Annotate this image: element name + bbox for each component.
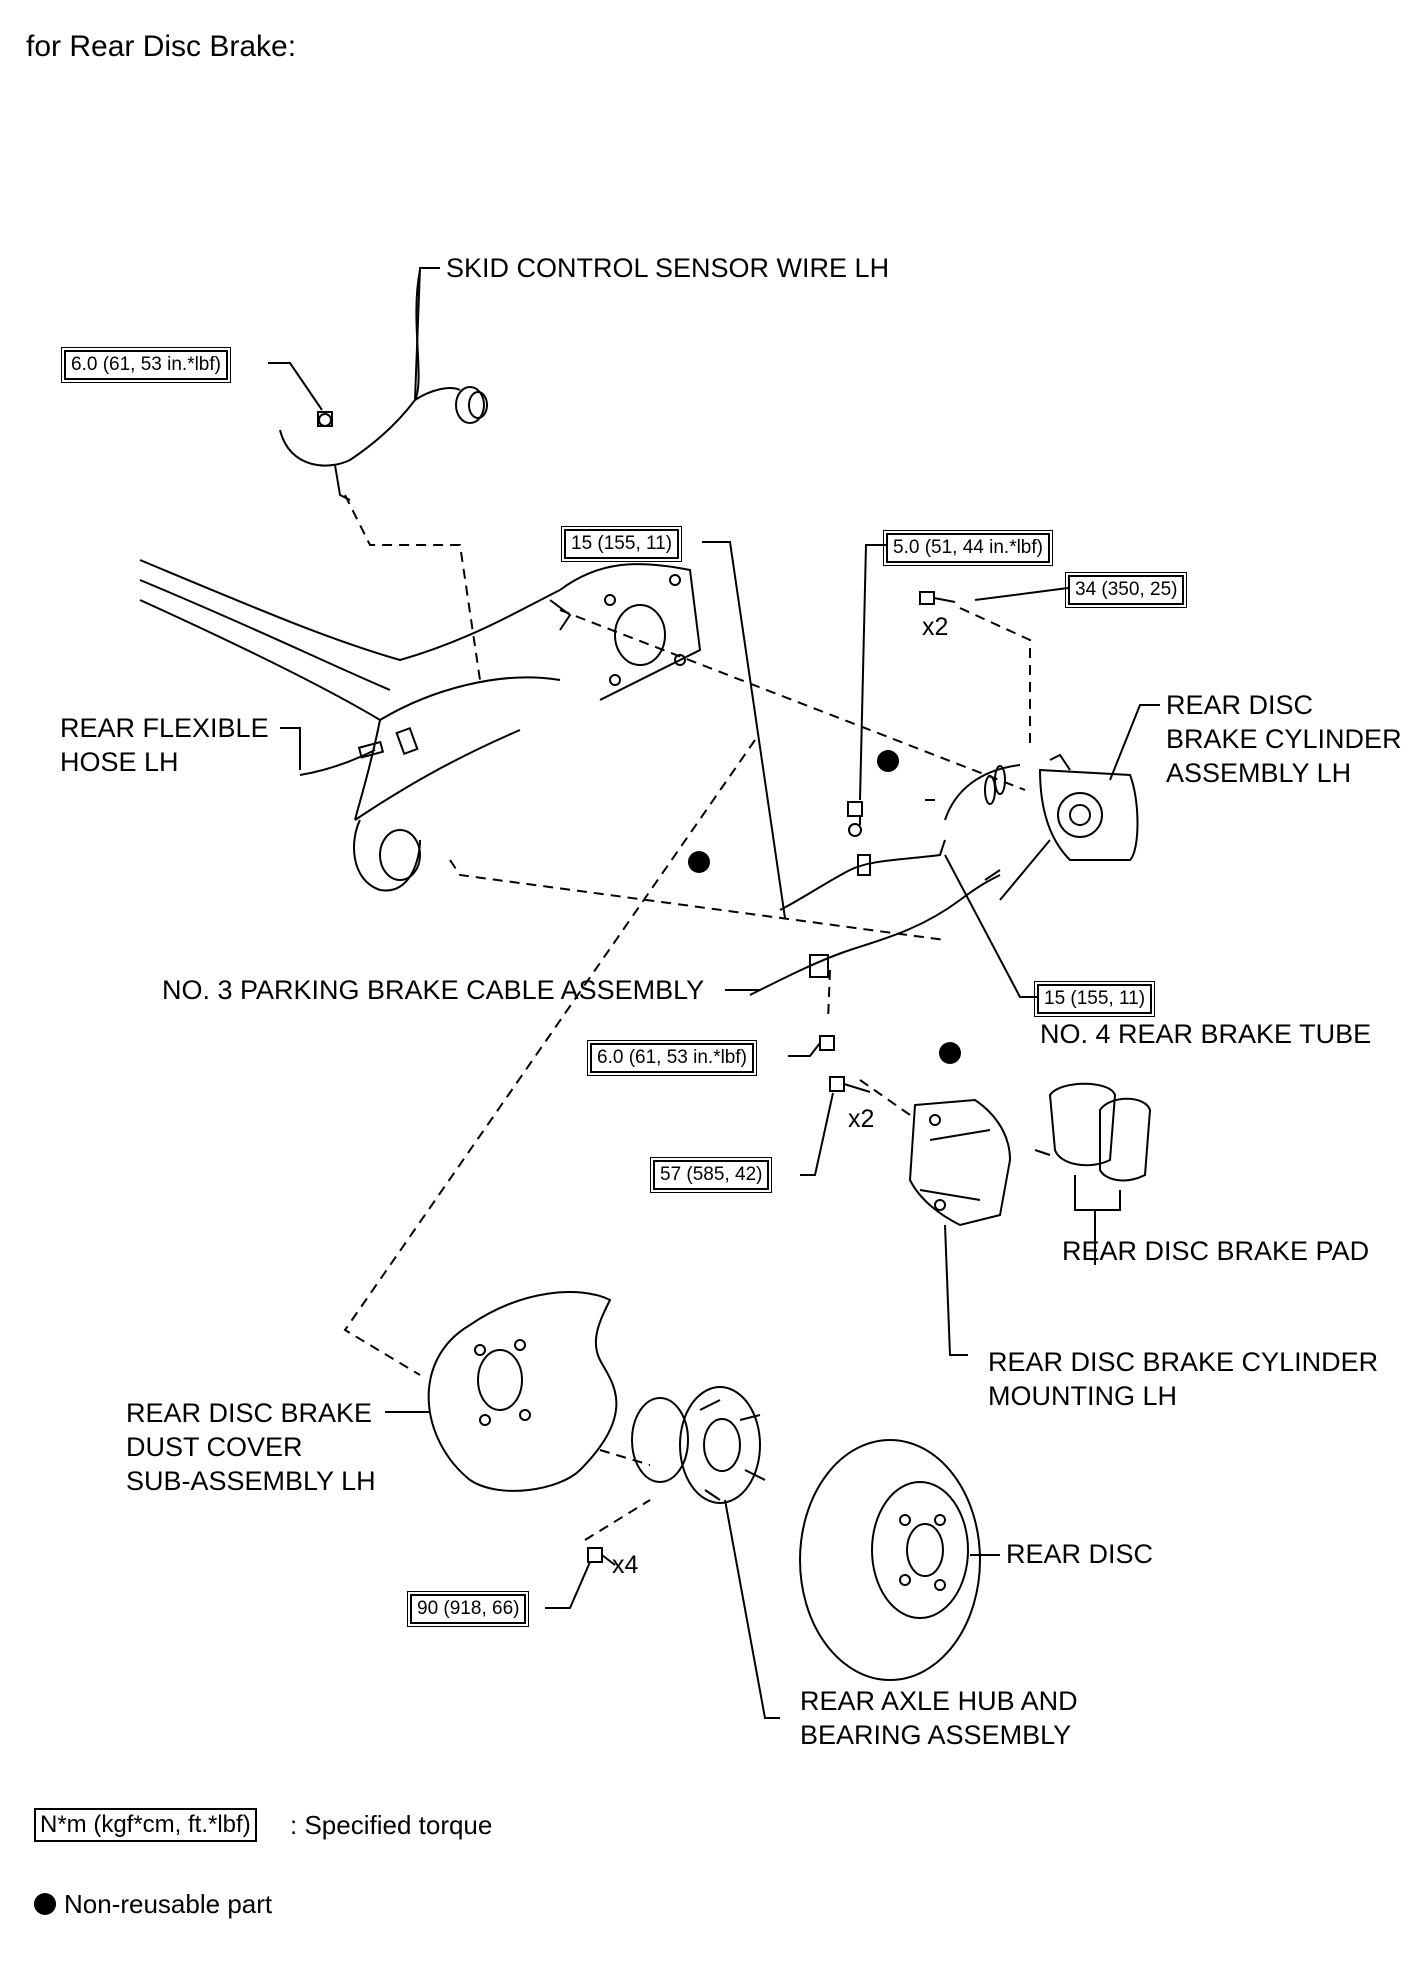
legend-nonreusable-dot — [34, 1893, 56, 1915]
brake-pads-drawing — [1034, 1082, 1152, 1211]
nonreusable-dot-tube-gasket — [939, 1042, 961, 1064]
brake-tube-drawing — [779, 823, 946, 911]
torque-sensor-bolt: 6.0 (61, 53 in.*lbf) — [61, 347, 231, 383]
flexible-hose-drawing — [299, 726, 419, 776]
dust-cover-drawing — [427, 1291, 618, 1492]
label-skid-sensor-wire: SKID CONTROL SENSOR WIRE LH — [446, 253, 890, 283]
label-rear-disc: REAR DISC — [1006, 1539, 1154, 1569]
legend-torque-text: : Specified torque — [290, 1810, 493, 1840]
label-cylinder-mounting: REAR DISC BRAKE CYLINDER MOUNTING LH — [988, 1347, 1379, 1411]
label-cylinder-assembly: REAR DISC BRAKE CYLINDER ASSEMBLY LH — [1166, 690, 1402, 788]
torque-cable-bolt: 6.0 (61, 53 in.*lbf) — [587, 1040, 757, 1076]
caliper-mounting-drawing — [908, 1098, 1012, 1227]
axle-hub-drawing — [631, 1386, 766, 1504]
torque-brake-tube: 15 (155, 11) — [1033, 981, 1156, 1017]
skid-sensor-wire-drawing — [279, 269, 488, 501]
count-hub-bolt: x4 — [612, 1551, 639, 1579]
torque-sensor-clamp: 15 (155, 11) — [560, 526, 683, 562]
rear-disc-drawing — [799, 1439, 981, 1681]
label-brake-tube: NO. 4 REAR BRAKE TUBE — [1040, 1019, 1372, 1049]
page-heading: for Rear Disc Brake: — [26, 30, 297, 63]
label-dust-cover: REAR DISC BRAKE DUST COVER SUB-ASSEMBLY … — [126, 1398, 376, 1496]
label-axle-hub: REAR AXLE HUB AND BEARING ASSEMBLY — [800, 1686, 1078, 1750]
count-mounting-bolt: x2 — [848, 1105, 875, 1133]
legend-torque-box: N*m (kgf*cm, ft.*lbf) — [34, 1808, 257, 1842]
leader-lines — [268, 267, 1160, 1719]
nonreusable-dot-hose-gasket — [877, 750, 899, 772]
parking-cable-drawing — [749, 874, 1001, 996]
count-cylinder-bolt: x2 — [922, 613, 949, 641]
nonreusable-dot-sensor-clip — [688, 851, 710, 873]
dashed-assembly-lines — [343, 494, 1031, 1541]
legend-nonreusable-text: Non-reusable part — [64, 1889, 273, 1919]
brake-cylinder-drawing — [925, 753, 1139, 901]
torque-hose-clamp: 5.0 (51, 44 in.*lbf) — [883, 530, 1053, 566]
axle-beam-drawing — [139, 559, 702, 892]
label-parking-cable: NO. 3 PARKING BRAKE CABLE ASSEMBLY — [162, 975, 705, 1005]
label-flexible-hose: REAR FLEXIBLE HOSE LH — [60, 713, 269, 777]
label-brake-pad: REAR DISC BRAKE PAD — [1062, 1236, 1370, 1266]
torque-hub-bolt: 90 (918, 66) — [406, 1591, 530, 1627]
torque-cylinder-bolt: 34 (350, 25) — [1064, 572, 1188, 608]
torque-mounting-bolt: 57 (585, 42) — [649, 1157, 773, 1193]
